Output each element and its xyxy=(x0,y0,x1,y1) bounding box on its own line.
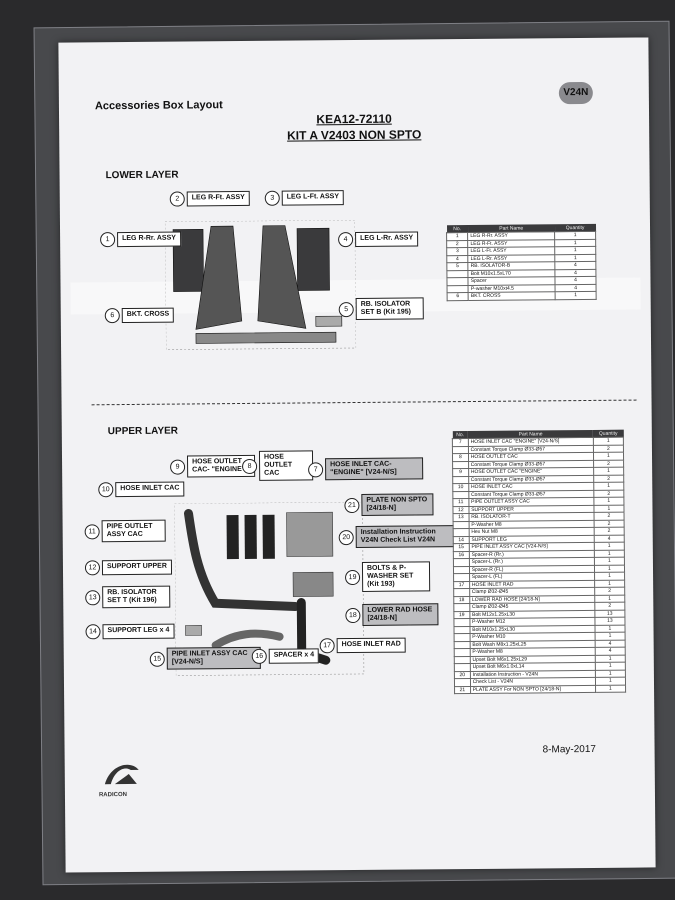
callout-14: 14 SUPPORT LEG x 4 xyxy=(85,624,175,640)
table-cell: 1 xyxy=(555,291,597,300)
pipe-inlet-shape xyxy=(211,629,284,650)
table-cell xyxy=(452,446,469,454)
table-cell xyxy=(454,678,471,687)
leg-l-rr-shape xyxy=(296,227,330,291)
callout-4: 4 LEG L-Rr. ASSY xyxy=(338,231,419,248)
table-cell xyxy=(454,641,470,649)
table-cell: PLATE ASSY For NON SPTO [24/18-N] xyxy=(470,684,596,694)
table-cell: 18 xyxy=(453,596,470,604)
callout-16: 16 SPACER x 4 xyxy=(251,648,320,664)
logo-text: RADICON xyxy=(98,792,127,799)
table-cell xyxy=(452,461,469,469)
table-cell xyxy=(453,573,470,582)
model-badge: V24N xyxy=(558,81,593,105)
callout-5: 5 RB. ISOLATOR SET B (Kit 195) xyxy=(338,297,424,321)
table-cell: 8 xyxy=(452,453,469,462)
callout-13: 13 RB. ISOLATOR SET T (Kit 196) xyxy=(85,585,171,609)
callout-1: 1 LEG R-Rr. ASSY xyxy=(100,231,181,248)
table-header-cell: No. xyxy=(452,431,469,439)
bolts-set-shape xyxy=(292,571,334,597)
callout-12: 12 SUPPORT UPPER xyxy=(84,560,172,576)
callout-2: 2 LEG R-Ft. ASSY xyxy=(169,191,250,207)
table-cell: 1 xyxy=(595,684,626,693)
table-cell: 7 xyxy=(452,438,469,447)
table-cell: 9 xyxy=(452,468,469,477)
callout-11: 11 PIPE OUTLET ASSY CAC xyxy=(84,519,166,543)
table-cell: 20 xyxy=(454,671,471,679)
table-cell xyxy=(453,603,470,612)
callout-19: 19 BOLTS & P-WASHER SET (Kit 193) xyxy=(345,561,431,593)
table-cell xyxy=(453,626,470,634)
document-sheet: Accessories Box Layout KEA12-72110 KIT A… xyxy=(58,37,656,873)
table-cell: 12 xyxy=(452,506,469,514)
section-title: Accessories Box Layout xyxy=(94,99,223,113)
kit-title: KIT A V2403 NON SPTO xyxy=(287,127,422,143)
hose-outlet-shape xyxy=(244,514,257,559)
plate-shape xyxy=(286,511,334,557)
table-cell xyxy=(453,558,470,567)
table-cell xyxy=(453,618,470,627)
table-cell: 13 xyxy=(453,513,469,522)
callout-7: 7 HOSE INLET CAC- "ENGINE" [V24-N/S] xyxy=(308,457,424,481)
table-cell xyxy=(452,476,469,484)
table-cell xyxy=(453,588,470,597)
radicon-logo xyxy=(104,764,139,785)
table-cell: 17 xyxy=(453,581,470,589)
callout-3: 3 LEG L-Ft. ASSY xyxy=(264,190,345,206)
table-cell xyxy=(453,528,469,537)
lower-layer-drawing xyxy=(164,220,357,350)
table-cell: 15 xyxy=(453,543,470,552)
table-cell xyxy=(454,648,470,657)
leg-r-ft-shape xyxy=(195,225,243,330)
table-cell xyxy=(454,633,470,642)
layer-divider xyxy=(91,399,637,406)
table-cell xyxy=(453,566,470,574)
table-cell: 14 xyxy=(453,536,469,544)
table-cell: 6 xyxy=(447,292,469,301)
callout-15: 15 PIPE INLET ASSY CAC [V24-N/S] xyxy=(149,646,261,670)
callout-6: 6 BKT. CROSS xyxy=(104,308,175,324)
document-date: 8-May-2017 xyxy=(542,743,596,756)
table-cell xyxy=(454,663,471,672)
hose-inlet-engine-shape xyxy=(262,514,275,559)
hose-outlet-engine-shape xyxy=(226,515,239,560)
callout-20: 20 Installation Instruction V24N Check L… xyxy=(338,525,456,549)
bkt-cross-shape xyxy=(195,331,337,344)
table-cell: BKT. CROSS xyxy=(468,291,556,301)
upper-layer-title: UPPER LAYER xyxy=(107,425,179,438)
table-cell: 11 xyxy=(452,498,469,507)
table-cell: 16 xyxy=(453,551,470,559)
callout-21: 21 PLATE NON SPTO [24/18-N] xyxy=(344,493,434,517)
pipe-outlet-shape xyxy=(184,508,300,612)
lower-layer-title: LOWER LAYER xyxy=(105,169,179,182)
callout-18: 18 LOWER RAD HOSE [24/18-N] xyxy=(345,603,439,627)
table-cell: 21 xyxy=(454,686,471,694)
table-cell xyxy=(453,521,469,529)
table-cell xyxy=(452,491,469,499)
leg-l-ft-shape xyxy=(257,225,307,329)
isolator-set-shape xyxy=(315,315,343,327)
callout-10: 10 HOSE INLET CAC xyxy=(98,481,185,498)
isolator-t-shape xyxy=(185,625,202,636)
table-cell xyxy=(454,656,471,664)
table-cell: 19 xyxy=(453,611,470,619)
callout-17: 17 HOSE INLET RAD xyxy=(319,638,406,654)
callout-8: 8 HOSE OUTLET CAC xyxy=(242,450,314,481)
table-cell: 10 xyxy=(452,483,469,492)
